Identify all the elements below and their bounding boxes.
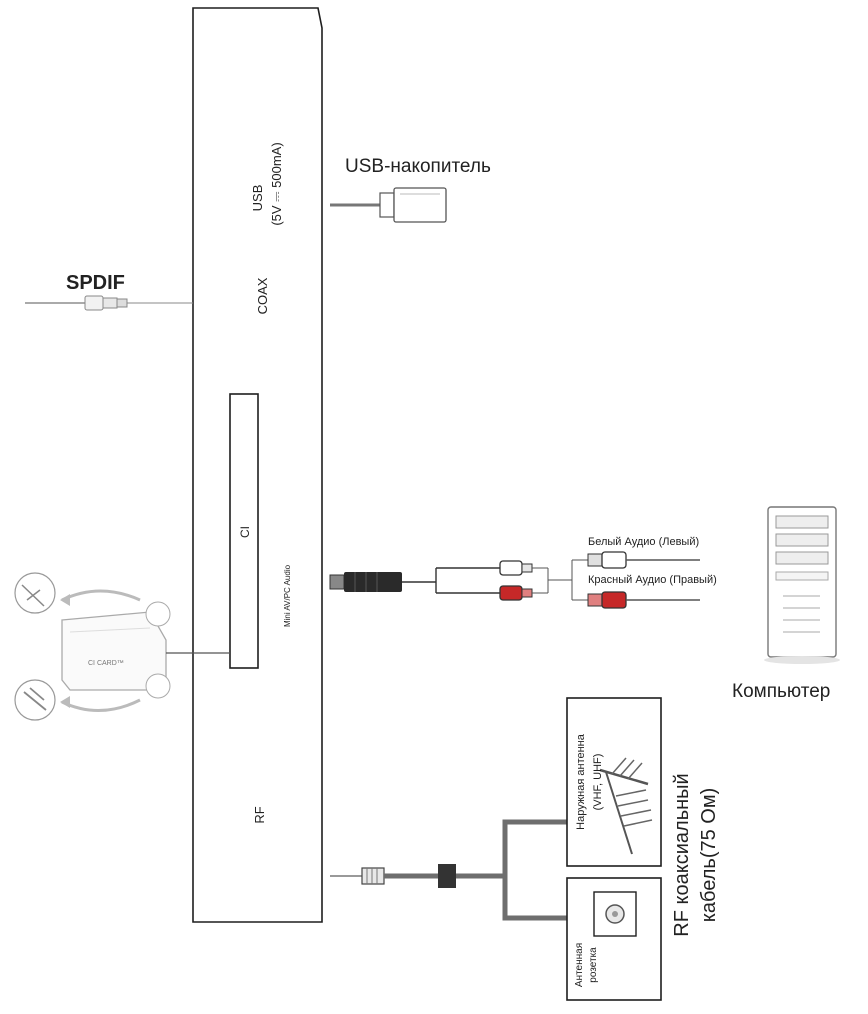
rf-port-label: RF	[252, 806, 267, 823]
white-audio-label: Белый Аудио (Левый)	[588, 536, 699, 548]
coax-port-label: COAX	[255, 277, 270, 314]
antenna-socket-label-1: Антенная	[574, 943, 585, 987]
antenna-bands-label: (VHF, UHF)	[592, 754, 604, 811]
spdif-label: SPDIF	[66, 272, 125, 294]
red-audio-label: Красный Аудио (Правый)	[588, 574, 717, 586]
av-cable	[329, 551, 700, 609]
av-port-label: Mini AV/PC Audio	[283, 564, 292, 627]
usb-drive	[330, 187, 447, 223]
computer-label: Компьютер	[732, 681, 830, 702]
outdoor-antenna-label: Наружная антенна	[575, 733, 587, 830]
rf-cable	[330, 819, 615, 921]
antenna-icon	[599, 757, 653, 855]
spdif-cable	[25, 295, 193, 311]
ci-card-assembly	[14, 572, 230, 721]
ci-card-label: CI CARD™	[88, 660, 124, 667]
usb-port-label: USB	[250, 185, 265, 212]
computer-icon	[764, 506, 840, 664]
rf-cable-label-1: RF коаксиальный	[671, 773, 693, 936]
usb-spec-label: (5V ⎓ 500mA)	[269, 142, 284, 225]
ci-port-label: CI	[238, 526, 252, 538]
ci-slot	[229, 393, 259, 669]
antenna-socket-box	[566, 877, 662, 1001]
usb-drive-label: USB-накопитель	[345, 156, 491, 177]
antenna-socket-label-2: розетка	[588, 947, 599, 983]
rf-cable-label-2: кабель(75 Ом)	[698, 788, 720, 923]
